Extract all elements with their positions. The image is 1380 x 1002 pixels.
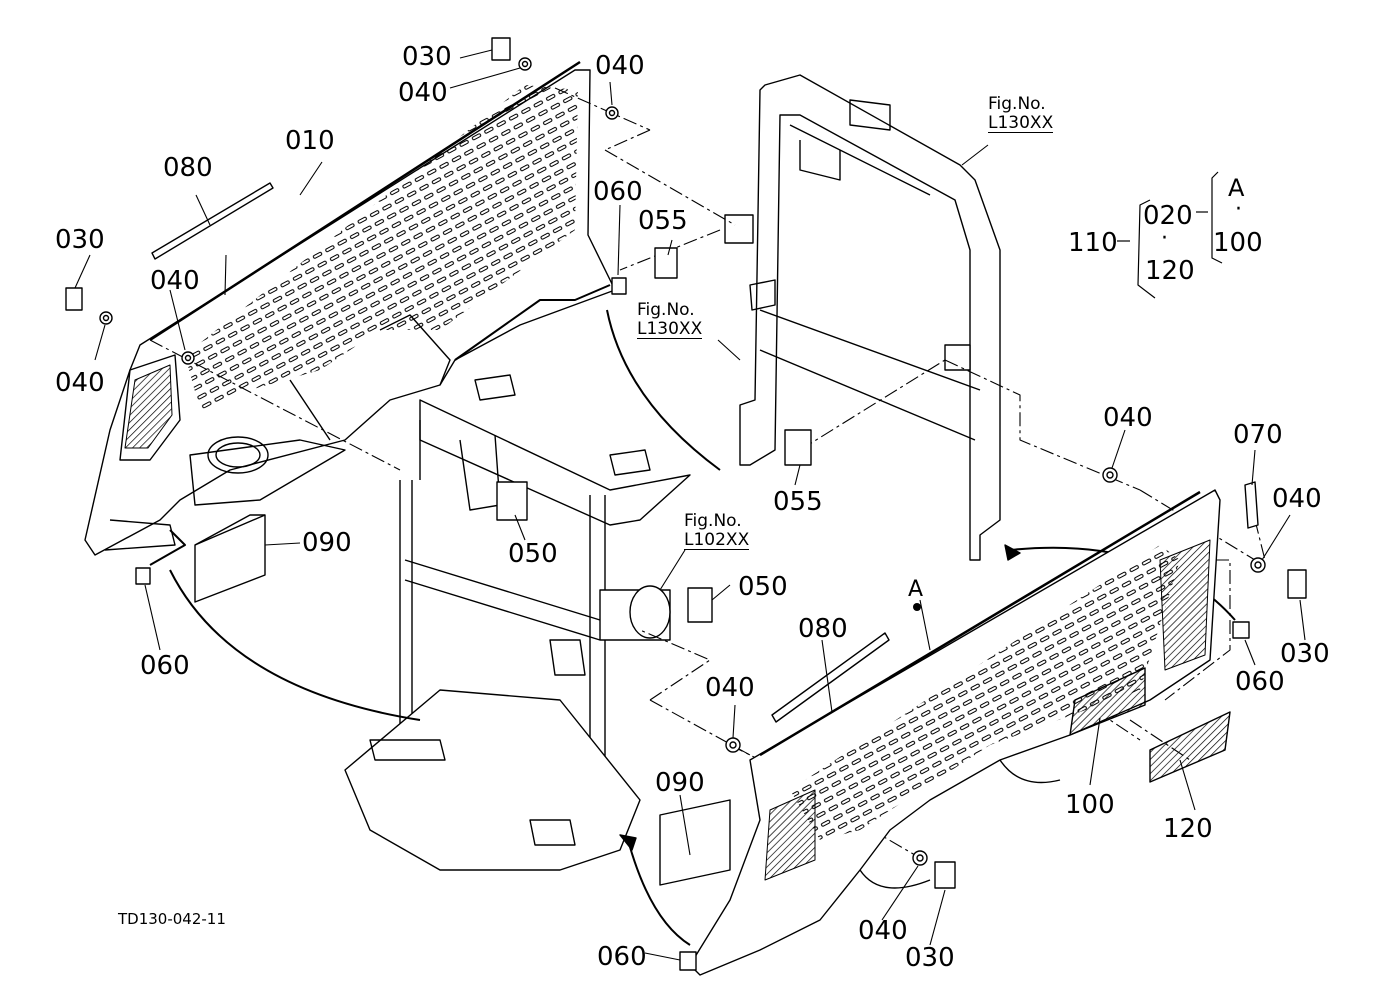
legend-100: 100 bbox=[1213, 228, 1263, 258]
label-040-right-b: 040 bbox=[1272, 484, 1322, 514]
fig-ref-lower-line1: Fig.No. bbox=[684, 511, 742, 531]
legend-020: 020 bbox=[1143, 201, 1193, 231]
legend-a: A bbox=[1228, 174, 1245, 202]
label-040-left-b: 040 bbox=[55, 368, 105, 398]
label-040-bottom: 040 bbox=[858, 916, 908, 946]
fig-ref-middle-line2: L130XX bbox=[637, 318, 703, 340]
left-rubber-strip bbox=[151, 182, 274, 260]
rear-frame bbox=[724, 74, 1001, 561]
decal-120 bbox=[1149, 711, 1231, 783]
label-090-left: 090 bbox=[302, 528, 352, 558]
label-030-bottom: 030 bbox=[905, 943, 955, 973]
label-090-right: 090 bbox=[655, 768, 705, 798]
label-070: 070 bbox=[1233, 420, 1283, 450]
fasteners bbox=[65, 37, 1307, 971]
legend-dot-2: · bbox=[1235, 197, 1242, 222]
fig-ref-lower-line2: L102XX bbox=[684, 529, 750, 551]
label-055-upper: 055 bbox=[638, 206, 688, 236]
fig-ref-middle: Fig.No. L130XX bbox=[637, 300, 703, 340]
label-120: 120 bbox=[1163, 814, 1213, 844]
label-040-right: 040 bbox=[1103, 403, 1153, 433]
label-030-right: 030 bbox=[1280, 639, 1330, 669]
label-040-top-right: 040 bbox=[595, 51, 645, 81]
label-100: 100 bbox=[1065, 790, 1115, 820]
right-pad-block bbox=[659, 799, 731, 886]
label-060-left: 060 bbox=[140, 651, 190, 681]
label-060-bottom: 060 bbox=[597, 942, 647, 972]
label-050-right: 050 bbox=[738, 572, 788, 602]
label-080-left: 080 bbox=[163, 153, 213, 183]
label-055-lower: 055 bbox=[773, 487, 823, 517]
center-frame bbox=[344, 374, 691, 871]
fig-ref-middle-line1: Fig.No. bbox=[637, 300, 695, 320]
right-rubber-strip bbox=[771, 632, 890, 723]
decal-100 bbox=[1069, 667, 1146, 736]
label-030-top: 030 bbox=[402, 42, 452, 72]
legend-120: 120 bbox=[1145, 256, 1195, 286]
right-side-panel bbox=[689, 489, 1221, 976]
marker-a: A bbox=[908, 577, 924, 602]
fig-ref-upper-line1: Fig.No. bbox=[988, 94, 1046, 114]
legend-dot-1: · bbox=[1161, 226, 1168, 251]
left-pad-block bbox=[194, 514, 266, 603]
left-side-panel bbox=[84, 60, 616, 556]
label-040-left-a: 040 bbox=[150, 266, 200, 296]
label-010: 010 bbox=[285, 126, 335, 156]
label-080-right: 080 bbox=[798, 614, 848, 644]
strip-070 bbox=[1244, 481, 1259, 529]
label-040-center: 040 bbox=[705, 673, 755, 703]
drawing-code: TD130-042-11 bbox=[118, 910, 226, 928]
legend-110: 110 bbox=[1068, 228, 1118, 258]
label-030-left: 030 bbox=[55, 225, 105, 255]
label-060-upper: 060 bbox=[593, 177, 643, 207]
label-040-top: 040 bbox=[398, 78, 448, 108]
fig-ref-upper: Fig.No. L130XX bbox=[988, 94, 1054, 134]
fig-ref-upper-line2: L130XX bbox=[988, 112, 1054, 134]
label-060-right: 060 bbox=[1235, 667, 1285, 697]
label-050-left: 050 bbox=[508, 539, 558, 569]
fig-ref-lower: Fig.No. L102XX bbox=[684, 511, 750, 551]
